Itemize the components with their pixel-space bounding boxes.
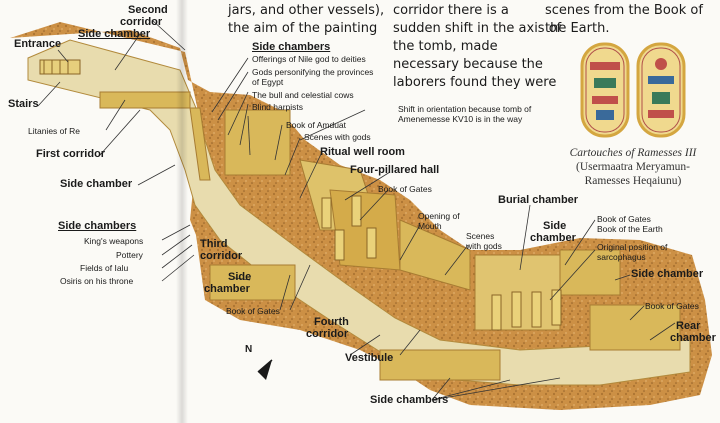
label-gods-provinces-2: of Egypt (252, 77, 284, 87)
label-pottery: Pottery (116, 250, 143, 260)
leader-lines (37, 19, 676, 401)
label-fields: Fields of Ialu (80, 263, 129, 273)
text-col1-line2: the aim of the painting (228, 21, 378, 36)
label-book-gates-2: Book of Gates (226, 306, 280, 316)
label-shift-2: Amenemesse KV10 is in the way (398, 114, 523, 124)
label-side-chamber-right-2: chamber (530, 232, 576, 244)
label-kings-weapons: King's weapons (84, 236, 144, 246)
label-side-chamber-far: Side chamber (631, 268, 704, 280)
label-gods-provinces-1: Gods personifying the provinces (252, 67, 374, 77)
label-stairs: Stairs (8, 98, 39, 110)
label-book-gates-earth-2: Book of the Earth (597, 224, 663, 234)
label-offerings: Offerings of Nile god to deities (252, 54, 366, 64)
caption-line1: (Usermaatra Meryamun- (576, 161, 690, 173)
label-book-amduat: Book of Amduat (286, 120, 347, 130)
label-side-chambers-left: Side chambers (58, 220, 137, 232)
page-gutter (176, 0, 188, 423)
text-col2-line5: laborers found they were (393, 75, 557, 90)
text-col2-line4: necessary because the (393, 57, 543, 72)
label-entrance: Entrance (14, 38, 62, 50)
cartouches-image (580, 42, 686, 138)
label-osiris: Osiris on his throne (60, 276, 134, 286)
label-scenes-gods-2b: with gods (466, 241, 502, 251)
label-litanies: Litanies of Re (28, 126, 80, 136)
label-four-pillared: Four-pillared hall (350, 164, 440, 176)
label-opening-mouth-1: Opening of (418, 211, 460, 221)
text-col1-line1: jars, and other vessels), (228, 3, 385, 18)
text-col3-line1: scenes from the Book of (545, 3, 703, 18)
label-second-corridor-2: corridor (120, 16, 163, 28)
label-orig-position-2: sarcophagus (597, 252, 646, 262)
label-harpists: Blind harpists (252, 102, 304, 112)
label-side-chambers-top: Side chambers (252, 41, 331, 53)
label-third-corridor-1: Third (200, 238, 228, 250)
label-vestibule: Vestibule (345, 352, 394, 364)
label-scenes-gods-2a: Scenes (466, 231, 495, 241)
compass-icon (257, 359, 273, 380)
label-second-corridor-1: Second (128, 4, 168, 16)
caption-title: Cartouches of Ramesses III (569, 147, 697, 159)
label-rear-chamber-2: chamber (670, 332, 716, 344)
label-scenes-gods-1: Scenes with gods (304, 132, 371, 142)
label-opening-mouth-2: Mouth (418, 221, 442, 231)
label-side-chamber-left: Side chamber (60, 178, 133, 190)
label-side-chamber-top: Side chamber (78, 28, 151, 40)
text-col3-line2: the Earth. (545, 21, 610, 36)
text-col2-line1: corridor there is a (393, 3, 509, 18)
label-side-chamber-right-1: Side (543, 220, 567, 232)
label-orig-position-1: Original position of (597, 242, 668, 252)
text-col2-line2: sudden shift in the axis of (393, 21, 562, 36)
caption-line2: Ramesses Heqaiunu) (584, 175, 682, 187)
label-book-gates-1: Book of Gates (378, 184, 432, 194)
label-book-gates-3: Book of Gates (645, 301, 699, 311)
label-north: N (245, 344, 253, 355)
label-bull: The bull and celestial cows (252, 90, 354, 100)
label-ritual-well: Ritual well room (320, 146, 405, 158)
label-fourth-corridor-2: corridor (306, 328, 349, 340)
label-third-corridor-2: corridor (200, 250, 243, 262)
text-col2-line3: the tomb, made (393, 39, 498, 54)
label-burial-chamber: Burial chamber (498, 194, 579, 206)
pillars (321, 195, 562, 331)
label-fourth-corridor-1: Fourth (314, 316, 349, 328)
label-side-chambers-bottom: Side chambers (370, 394, 449, 406)
label-side-chamber-mid-2: chamber (204, 283, 250, 295)
label-first-corridor: First corridor (36, 148, 106, 160)
label-book-gates-earth-1: Book of Gates (597, 214, 651, 224)
label-shift-1: Shift in orientation because tomb of (398, 104, 532, 114)
label-rear-chamber-1: Rear (676, 320, 701, 332)
label-side-chamber-mid-1: Side (228, 271, 252, 283)
